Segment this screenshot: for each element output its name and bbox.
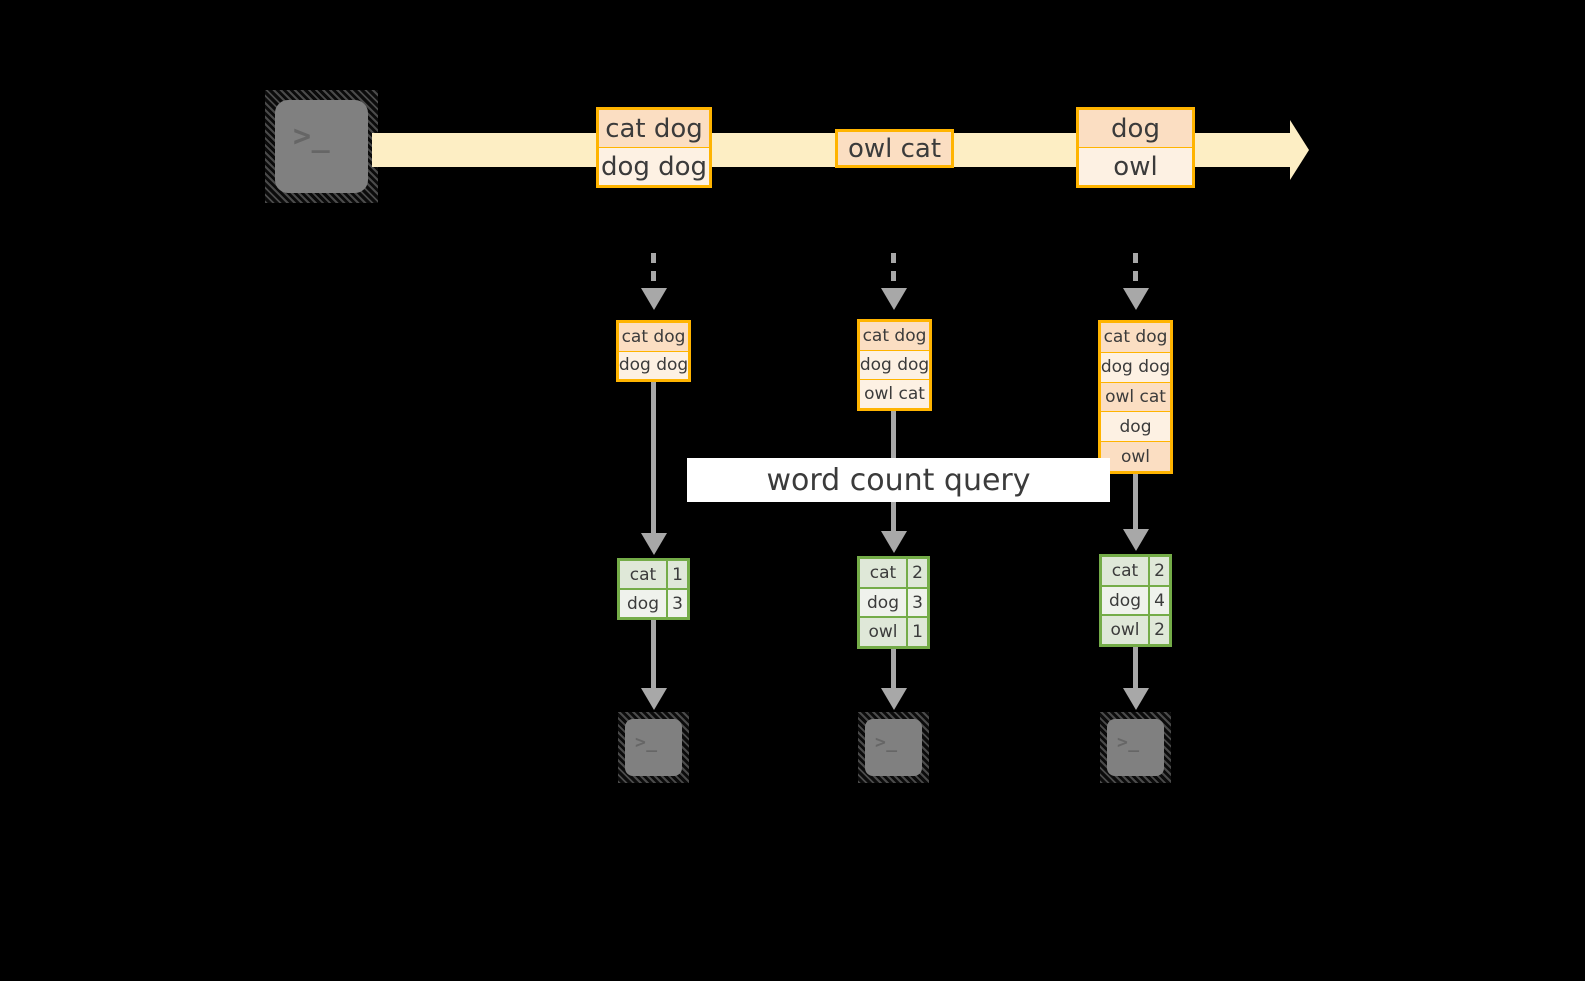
table-cell-word: dog	[620, 590, 668, 617]
table-cell-count: 3	[668, 590, 687, 617]
table-cell-count: 2	[1150, 616, 1169, 645]
snapshot-2-dashed-connector	[891, 253, 896, 288]
table-cell-count: 4	[1150, 586, 1169, 615]
snapshot-3-sink-terminal-icon: >_	[1100, 712, 1171, 783]
stream-message-2: owl cat	[835, 129, 954, 168]
table-cell-word: dog	[860, 588, 908, 617]
snapshot-2-sink-terminal-icon: >_	[858, 712, 929, 783]
snapshot-3-result-table: cat 2 dog 4 owl 2	[1099, 554, 1172, 647]
message-line: owl	[1079, 148, 1192, 185]
snapshot-1-query-connector	[651, 382, 656, 533]
terminal-prompt-glyph: >_	[875, 732, 898, 753]
snapshot-2-dashed-arrow-head-icon	[881, 288, 907, 310]
table-cell-word: cat	[1102, 557, 1150, 585]
table-row: cat 1	[620, 561, 687, 590]
snapshot-3-input-stack: cat dog dog dog owl cat dog owl	[1098, 320, 1173, 474]
snapshot-1-query-arrow-head-icon	[641, 533, 667, 555]
table-cell-count: 2	[908, 559, 927, 587]
stream-message-1: cat dog dog dog	[596, 107, 712, 188]
table-cell-word: cat	[620, 561, 668, 588]
snapshot-1-output-arrow-head-icon	[641, 688, 667, 710]
table-row: dog 3	[620, 590, 687, 617]
snapshot-3-query-connector	[1133, 474, 1138, 529]
terminal-body	[625, 719, 682, 776]
snapshot-1-dashed-arrow-head-icon	[641, 288, 667, 310]
table-cell-word: owl	[1102, 616, 1150, 645]
table-cell-count: 1	[908, 618, 927, 647]
stream-message-3: dog owl	[1076, 107, 1195, 188]
snapshot-2-result-table: cat 2 dog 3 owl 1	[857, 556, 930, 649]
snapshot-1-sink-terminal-icon: >_	[618, 712, 689, 783]
terminal-prompt-glyph: >_	[1117, 732, 1140, 753]
input-line: owl cat	[860, 380, 929, 408]
banner-label: word count query	[766, 462, 1031, 498]
terminal-body	[1107, 719, 1164, 776]
snapshot-2-input-stack: cat dog dog dog owl cat	[857, 319, 932, 411]
table-row: cat 2	[1102, 557, 1169, 587]
snapshot-2-output-arrow-head-icon	[881, 688, 907, 710]
message-line: cat dog	[599, 110, 709, 148]
table-cell-count: 3	[908, 588, 927, 617]
message-line: owl cat	[838, 132, 951, 165]
word-count-query-banner: word count query	[687, 458, 1110, 502]
terminal-prompt-glyph: >_	[635, 732, 658, 753]
snapshot-1-dashed-connector	[651, 253, 656, 288]
table-cell-word: dog	[1102, 586, 1150, 615]
input-line: owl	[1101, 442, 1170, 471]
table-cell-count: 2	[1150, 557, 1169, 585]
source-terminal-icon: >_	[265, 90, 378, 203]
table-cell-count: 1	[668, 561, 687, 588]
table-row: cat 2	[860, 559, 927, 589]
input-line: dog	[1101, 412, 1170, 443]
snapshot-1-output-connector	[651, 620, 656, 688]
input-line: dog dog	[1101, 352, 1170, 383]
table-row: dog 3	[860, 588, 927, 619]
snapshot-3-output-arrow-head-icon	[1123, 688, 1149, 710]
table-row: owl 2	[1102, 616, 1169, 645]
input-line: dog dog	[619, 351, 688, 379]
snapshot-2-query-arrow-head-icon	[881, 531, 907, 553]
table-cell-word: cat	[860, 559, 908, 587]
snapshot-3-query-arrow-head-icon	[1123, 529, 1149, 551]
message-line: dog	[1079, 110, 1192, 148]
terminal-body	[865, 719, 922, 776]
input-line: cat dog	[619, 323, 688, 352]
snapshot-3-dashed-arrow-head-icon	[1123, 288, 1149, 310]
snapshot-3-output-connector	[1133, 647, 1138, 688]
stream-arrow-head-icon	[1290, 120, 1309, 180]
terminal-prompt-glyph: >_	[293, 119, 331, 154]
snapshot-3-dashed-connector	[1133, 253, 1138, 288]
message-line: dog dog	[599, 148, 709, 185]
table-row: dog 4	[1102, 586, 1169, 617]
table-row: owl 1	[860, 618, 927, 647]
snapshot-2-output-connector	[891, 649, 896, 688]
input-line: owl cat	[1101, 382, 1170, 413]
snapshot-1-input-stack: cat dog dog dog	[616, 320, 691, 382]
table-cell-word: owl	[860, 618, 908, 647]
input-line: dog dog	[860, 351, 929, 380]
snapshot-1-result-table: cat 1 dog 3	[617, 558, 690, 620]
input-line: cat dog	[860, 322, 929, 351]
input-line: cat dog	[1101, 323, 1170, 353]
terminal-body	[275, 100, 368, 193]
